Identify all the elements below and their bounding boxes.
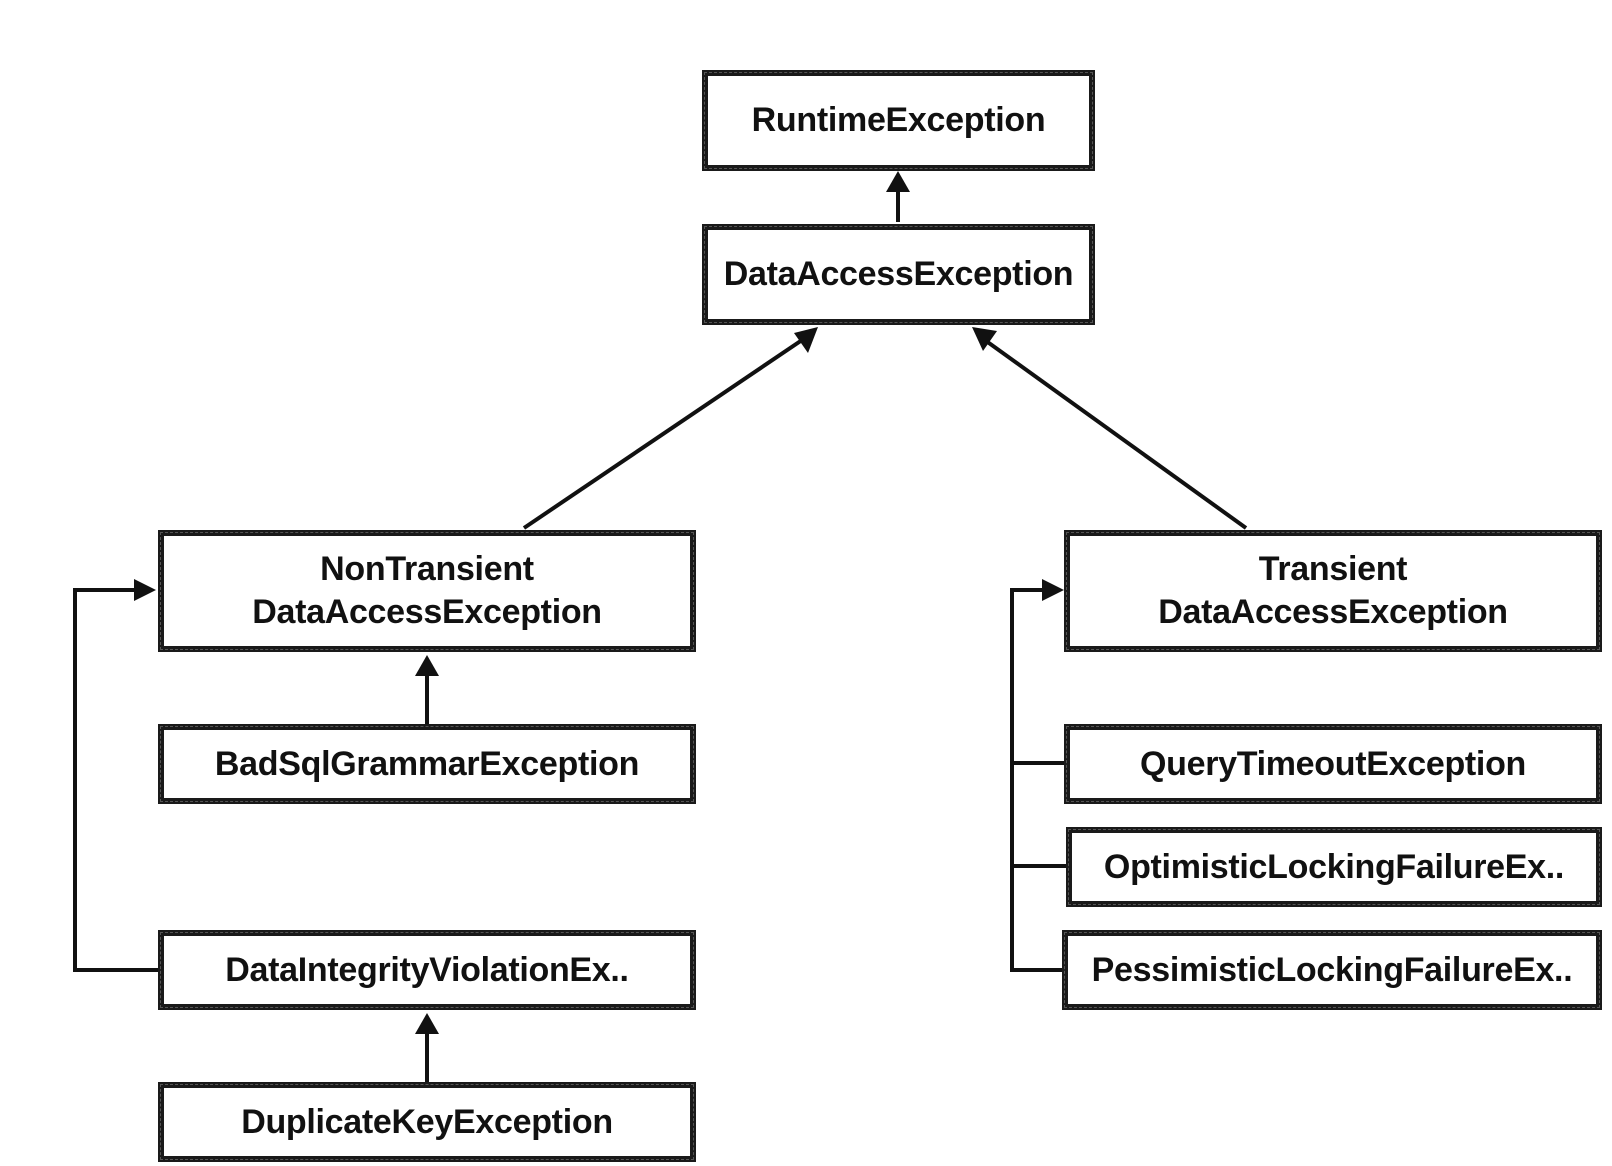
node-non-transient-data-access-exception: NonTransient DataAccessException [158,530,696,652]
node-query-timeout-exception: QueryTimeoutException [1064,724,1602,804]
edge-data-integrity-to-non-transient [73,588,160,972]
arrowhead-data-access-left [794,327,818,353]
node-label: DuplicateKeyException [241,1102,613,1141]
node-pessimistic-locking-failure-exception: PessimisticLockingFailureEx.. [1062,930,1602,1010]
arrowhead-runtime [886,171,910,192]
arrowhead-non-transient-bottom [415,655,439,676]
arrowhead-non-transient-left [134,579,156,601]
edge-transient-to-data-access [980,336,1248,530]
node-data-access-exception: DataAccessException [702,224,1095,325]
edge-non-transient-to-data-access [522,334,810,530]
node-transient-data-access-exception: Transient DataAccessException [1064,530,1602,652]
arrowhead-transient-left [1042,579,1064,601]
node-data-integrity-violation-exception: DataIntegrityViolationEx.. [158,930,696,1010]
node-label: RuntimeException [751,101,1046,139]
node-label: QueryTimeoutException [1139,744,1527,783]
node-label: NonTransient DataAccessException [252,550,602,631]
node-runtime-exception: RuntimeException [702,70,1095,171]
node-duplicate-key-exception: DuplicateKeyException [158,1082,696,1162]
arrowhead-data-integrity-bottom [415,1013,439,1034]
node-label: PessimisticLockingFailureEx.. [1091,950,1573,989]
node-bad-sql-grammar-exception: BadSqlGrammarException [158,724,696,804]
node-label: Transient DataAccessException [1158,550,1508,631]
node-optimistic-locking-failure-exception: OptimisticLockingFailureEx.. [1066,827,1602,907]
node-label: DataIntegrityViolationEx.. [225,950,629,989]
node-label: OptimisticLockingFailureEx.. [1103,847,1565,886]
edge-transient-children-bus [1010,588,1066,972]
node-label: DataAccessException [723,255,1074,293]
arrowhead-data-access-right [972,327,997,351]
node-label: BadSqlGrammarException [214,744,640,783]
